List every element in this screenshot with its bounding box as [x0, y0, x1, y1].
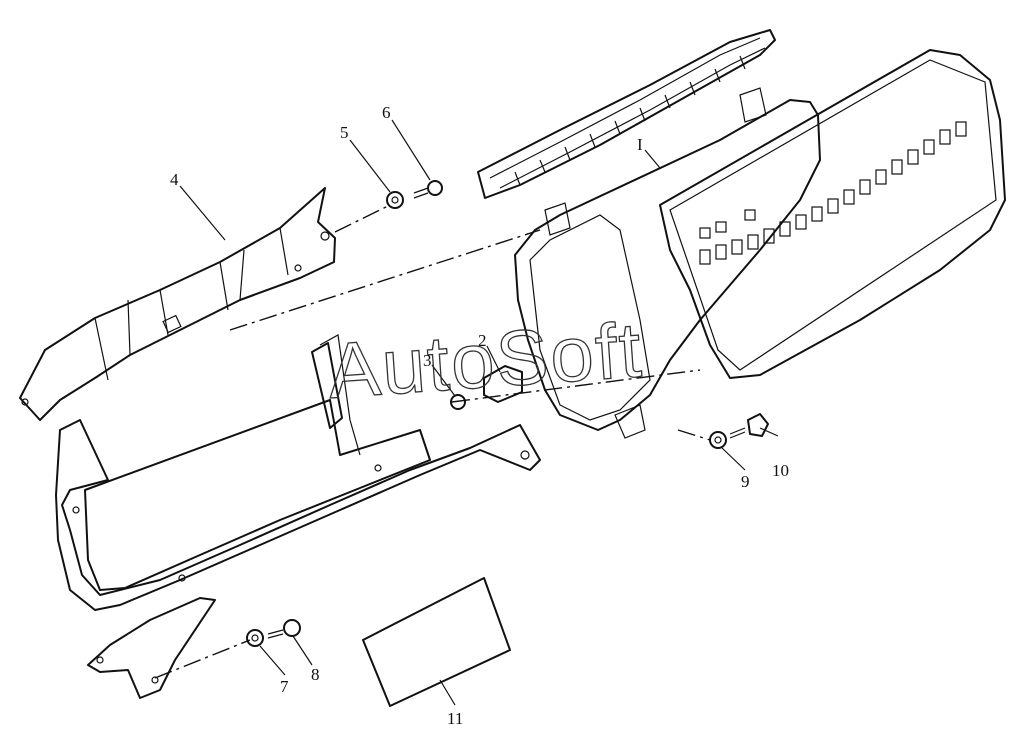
part-7-nut: [246, 629, 264, 647]
callout-8: 8: [311, 665, 320, 684]
callout-4: 4: [170, 170, 179, 189]
callout-1: I: [637, 135, 643, 154]
part-10-bolt: [729, 413, 769, 439]
callout-10: 10: [772, 461, 789, 480]
callout-7: 7: [280, 677, 289, 696]
callout-9: 9: [741, 472, 750, 491]
part-8-bolt: [267, 619, 301, 639]
center-lines: [154, 204, 711, 679]
callout-2: 2: [478, 331, 487, 350]
leader-lines: [179, 119, 779, 706]
indicator-cells: [699, 121, 967, 265]
part-9-nut: [709, 431, 727, 449]
watermark-text: AutoSoft: [325, 305, 646, 415]
part-6-bolt: [413, 180, 443, 199]
part-11-label-plate: [362, 577, 511, 707]
instrument-panel-face: [659, 49, 1006, 379]
part-4-shield-cover: [19, 187, 336, 421]
part-5-nut: [386, 191, 404, 209]
callout-3: 3: [423, 351, 432, 370]
callout-11: 11: [447, 709, 463, 728]
callout-5: 5: [340, 123, 349, 142]
part-3-nut: [450, 394, 466, 410]
part-2-connector: [483, 365, 523, 403]
callout-6: 6: [382, 103, 391, 122]
top-grille-strip: [477, 29, 776, 199]
lower-mounting-bracket: [87, 597, 216, 699]
mounting-frame: [55, 334, 541, 611]
part-1-instrument-housing: [514, 87, 821, 439]
